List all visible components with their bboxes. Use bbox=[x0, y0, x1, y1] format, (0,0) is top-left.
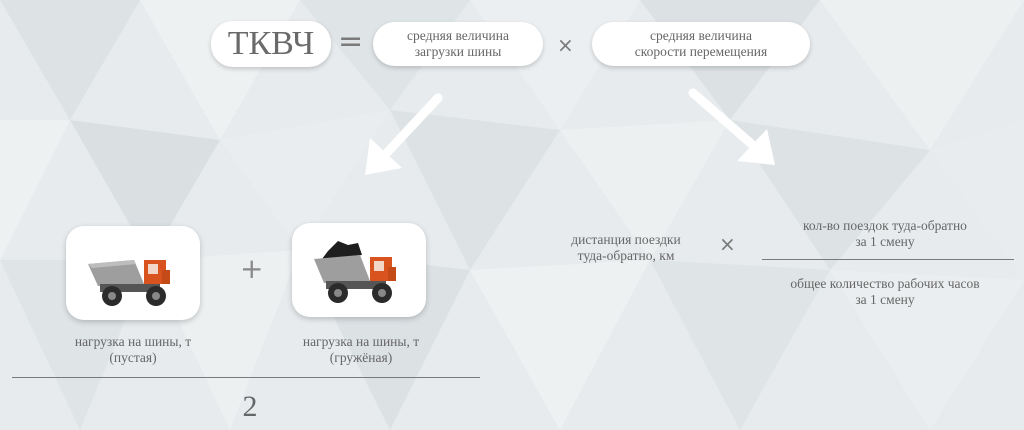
avg-speed-pill: средняя величина скорости перемещения bbox=[592, 22, 810, 66]
fraction-bar-right bbox=[762, 259, 1014, 260]
arrow-down-left-icon bbox=[365, 93, 443, 175]
divisor-two: 2 bbox=[242, 390, 258, 423]
avg-speed-label: средняя величина скорости перемещения bbox=[634, 28, 768, 59]
plus-sign: + bbox=[240, 252, 264, 285]
loaded-tire-load-label: нагрузка на шины, т (гружёная) bbox=[302, 334, 420, 365]
equals-sign: = bbox=[338, 24, 364, 59]
arrow-down-right-icon bbox=[688, 88, 775, 165]
work-hours-denominator: общее количество рабочих часов за 1 смен… bbox=[790, 276, 980, 307]
multiply-sign-top: × bbox=[557, 33, 574, 57]
tkvch-title-pill: ТКВЧ bbox=[211, 21, 331, 67]
trips-per-shift-numerator: кол-во поездок туда-обратно за 1 смену bbox=[803, 218, 967, 249]
loaded-truck-card bbox=[292, 223, 426, 317]
round-trip-distance-label: дистанция поездки туда-обратно, км bbox=[571, 232, 681, 263]
loaded-dump-truck-icon bbox=[314, 241, 396, 303]
multiply-sign-right: × bbox=[719, 232, 736, 256]
empty-tire-load-label: нагрузка на шины, т (пустая) bbox=[74, 334, 192, 365]
avg-tire-load-label: средняя величина загрузки шины bbox=[407, 28, 509, 59]
empty-dump-truck-icon bbox=[88, 260, 170, 306]
avg-tire-load-pill: средняя величина загрузки шины bbox=[373, 22, 543, 66]
tkvch-label: ТКВЧ bbox=[227, 25, 315, 62]
empty-truck-card bbox=[66, 226, 200, 320]
fraction-bar-left bbox=[12, 377, 480, 378]
